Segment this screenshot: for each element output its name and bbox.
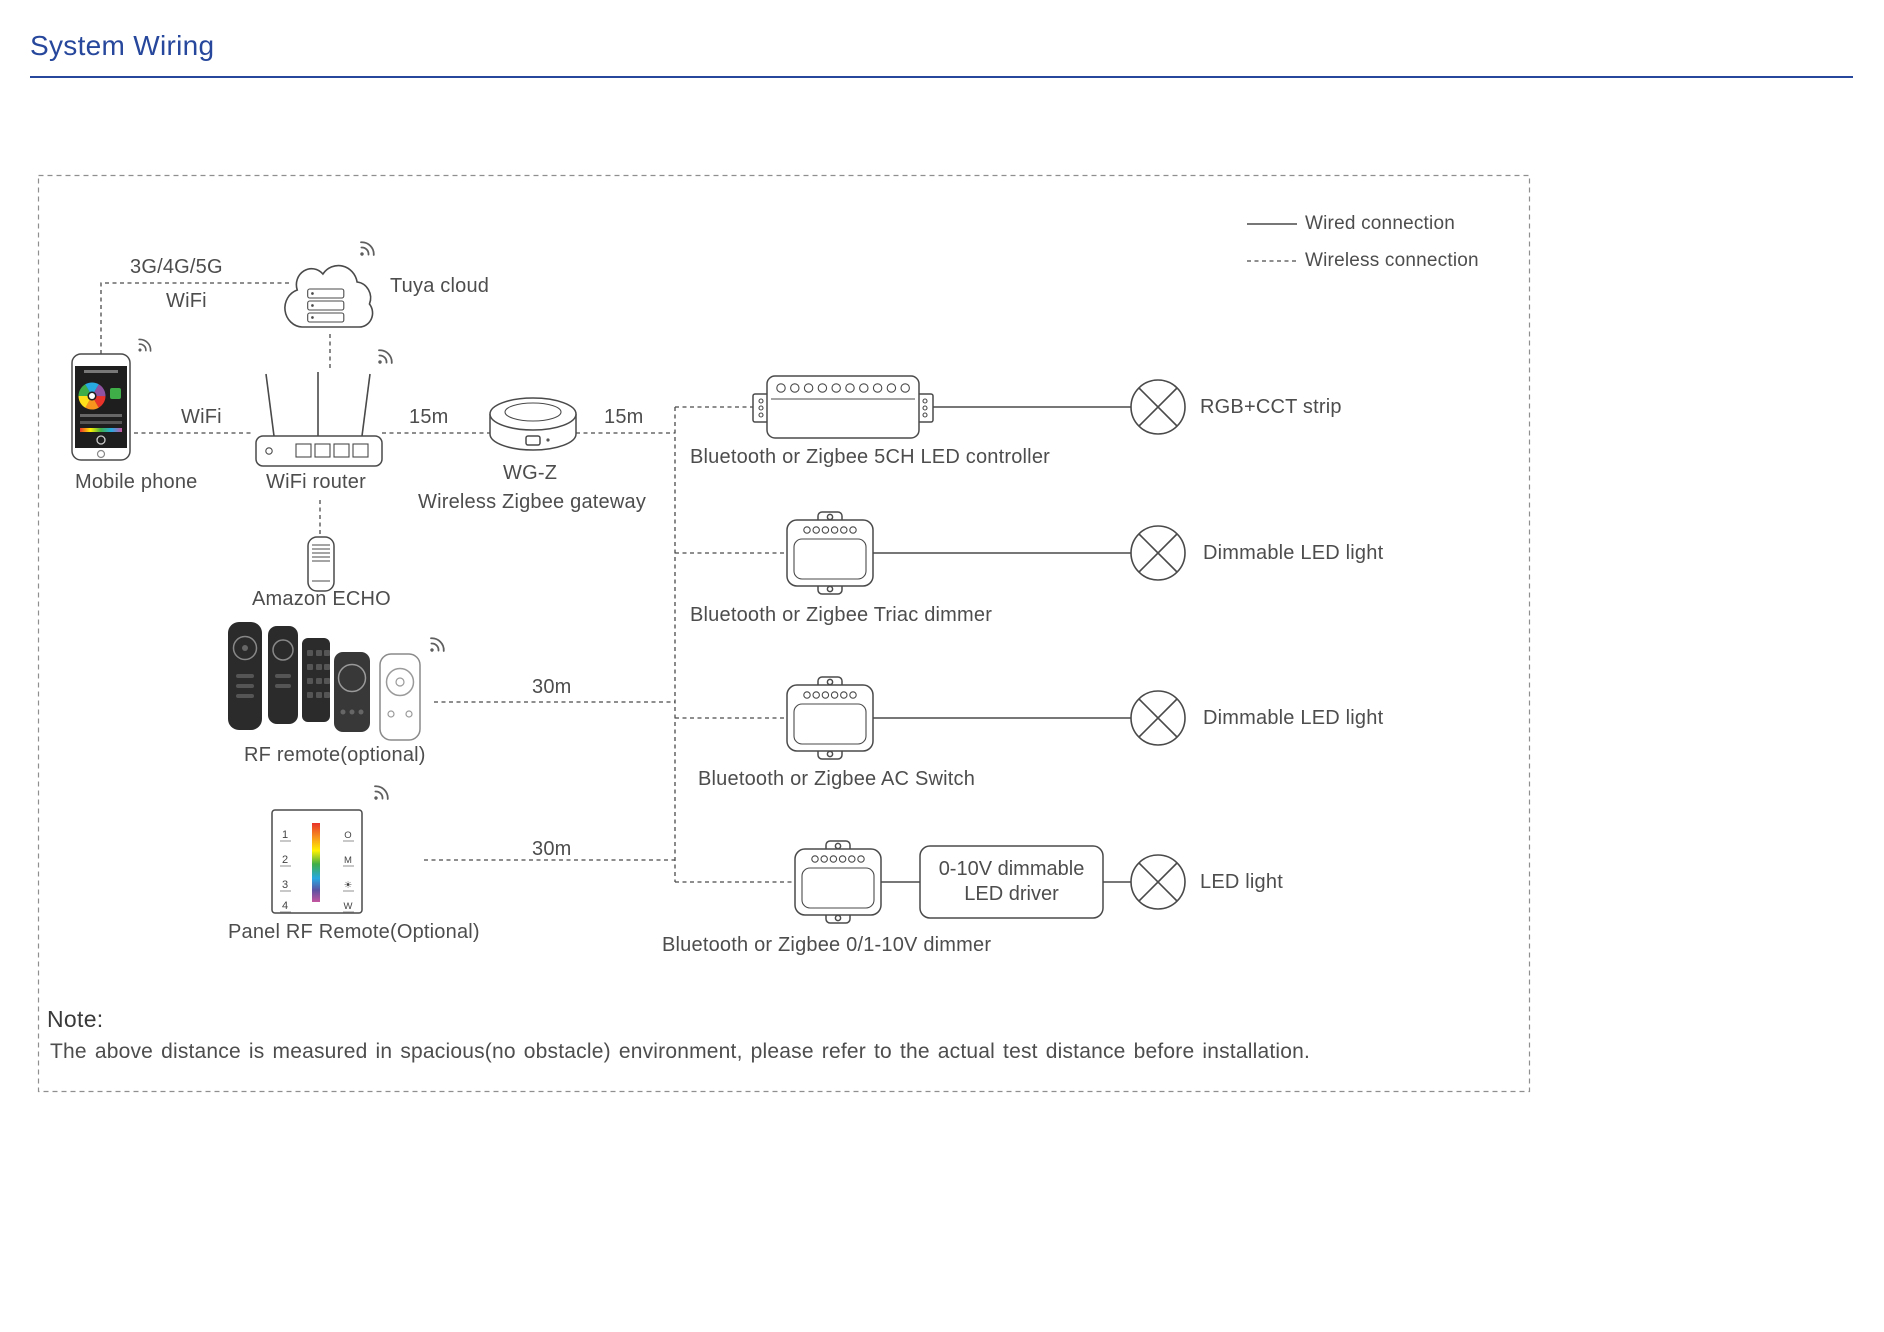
label-tuya-cloud: Tuya cloud bbox=[390, 275, 490, 297]
label-load-dimmable-2: Dimmable LED light bbox=[1203, 707, 1384, 729]
label-gateway-name: WG-Z bbox=[503, 462, 558, 484]
led-driver-label: 0-10V dimmable LED driver bbox=[920, 857, 1103, 907]
lamp-icon-dimmable-1 bbox=[1130, 525, 1186, 581]
label-panel-remote: Panel RF Remote(Optional) bbox=[228, 921, 480, 943]
label-device-acswitch: Bluetooth or Zigbee AC Switch bbox=[698, 768, 976, 790]
lamp-icon-rgbcct bbox=[1130, 379, 1186, 435]
label-device-triac: Bluetooth or Zigbee Triac dimmer bbox=[690, 604, 993, 626]
panel-fn-4: W bbox=[344, 901, 353, 912]
amazon-echo-icon bbox=[307, 536, 335, 592]
label-load-led: LED light bbox=[1200, 871, 1283, 893]
cloud-wifi-icon bbox=[353, 238, 378, 263]
led-driver-box bbox=[919, 845, 1104, 919]
rf-remote-icon-group bbox=[228, 622, 421, 741]
label-rf-remote: RF remote(optional) bbox=[244, 744, 426, 766]
diagram-frame bbox=[37, 174, 1531, 1093]
panel-key-4: 4 bbox=[282, 900, 288, 912]
label-amazon-echo: Amazon ECHO bbox=[252, 588, 391, 610]
page-title: System Wiring bbox=[30, 30, 215, 61]
tuya-cloud-icon bbox=[285, 266, 373, 327]
label-wifi-router: WiFi router bbox=[266, 471, 366, 493]
title-rule bbox=[30, 76, 1853, 78]
lamp-icon-led bbox=[1130, 854, 1186, 910]
label-load-rgbcct: RGB+CCT strip bbox=[1200, 396, 1342, 418]
label-gateway-desc: Wireless Zigbee gateway bbox=[418, 491, 647, 513]
label-wifi-link: WiFi bbox=[181, 406, 222, 428]
panel-fn-1: O bbox=[344, 830, 351, 841]
panel-key-1: 1 bbox=[282, 829, 288, 841]
panel-remote-icon: 1 2 3 4 O M ☀ W bbox=[271, 809, 363, 914]
legend-wireless-label: Wireless connection bbox=[1305, 250, 1479, 271]
panel-fn-2: M bbox=[344, 855, 352, 866]
note-heading: Note: bbox=[47, 1006, 104, 1032]
label-distance-15m-a: 15m bbox=[409, 406, 449, 428]
label-distance-15m-b: 15m bbox=[604, 406, 644, 428]
note-body: The above distance is measured in spacio… bbox=[50, 1040, 1311, 1063]
label-device-dimmer010: Bluetooth or Zigbee 0/1-10V dimmer bbox=[662, 934, 992, 956]
panel-key-3: 3 bbox=[282, 879, 288, 891]
label-network: 3G/4G/5G bbox=[130, 256, 223, 278]
triac-dimmer-icon bbox=[786, 511, 874, 595]
mobile-phone-icon bbox=[71, 353, 131, 461]
lamp-icon-dimmable-2 bbox=[1130, 690, 1186, 746]
led-controller-icon bbox=[752, 375, 934, 439]
panel-fn-3: ☀ bbox=[344, 880, 353, 891]
led-driver-label-line1: 0-10V dimmable bbox=[938, 858, 1085, 880]
label-device-ch5: Bluetooth or Zigbee 5CH LED controller bbox=[690, 446, 1051, 468]
panel-wifi-icon bbox=[367, 782, 392, 807]
ac-switch-icon bbox=[786, 676, 874, 760]
panel-key-2: 2 bbox=[282, 854, 288, 866]
remote-wifi-icon bbox=[423, 634, 448, 659]
label-wifi-cloud: WiFi bbox=[166, 290, 207, 312]
connection-phone-cloud bbox=[100, 282, 292, 354]
led-driver-label-line2: LED driver bbox=[964, 883, 1059, 905]
phone-wifi-icon bbox=[132, 336, 154, 358]
legend-wired-label: Wired connection bbox=[1305, 213, 1455, 234]
wifi-router-icon bbox=[255, 372, 383, 467]
label-distance-30m-b: 30m bbox=[532, 838, 572, 860]
zigbee-gateway-icon bbox=[489, 397, 577, 451]
dimmer-0-10v-icon bbox=[794, 840, 882, 924]
label-mobile-phone: Mobile phone bbox=[75, 471, 198, 493]
label-distance-30m-a: 30m bbox=[532, 676, 572, 698]
router-wifi-icon bbox=[371, 346, 396, 371]
label-load-dimmable-1: Dimmable LED light bbox=[1203, 542, 1384, 564]
